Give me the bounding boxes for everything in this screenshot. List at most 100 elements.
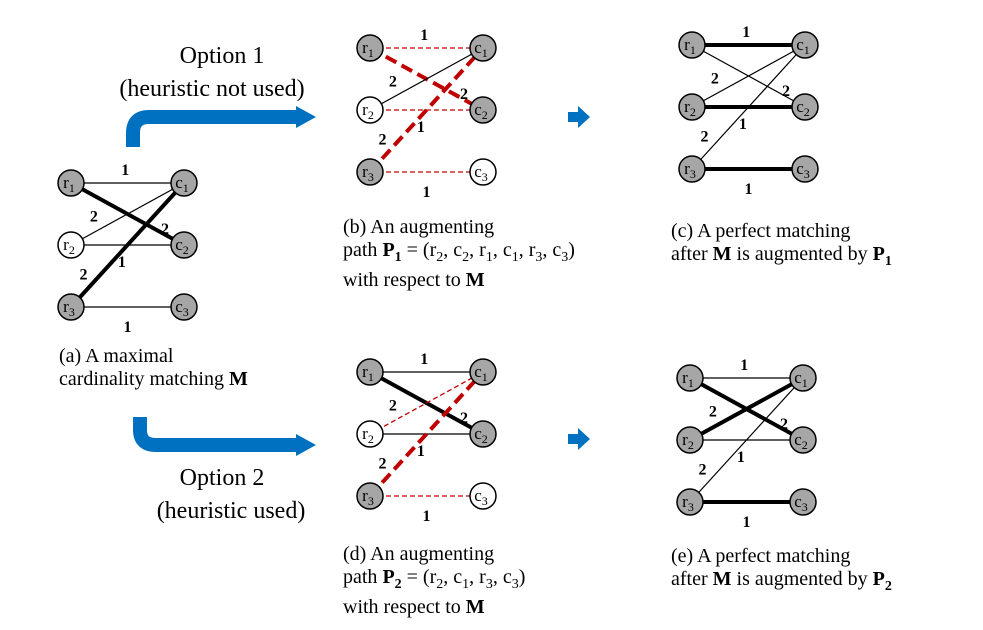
caption-line: with respect to M [343,269,485,291]
node-c2 [791,93,819,121]
node-r2 [678,93,706,121]
edge-weight: 1 [420,351,428,368]
node-r1 [356,34,384,62]
caption-line: with respect to M [343,596,485,618]
node-label-r1: r1 [362,362,374,384]
node-label-c2: c2 [796,97,810,119]
option-2-title: Option 2 [180,465,265,491]
node-c1 [469,34,497,62]
edge-weight: 2 [389,397,397,414]
edge-weight: 1 [417,443,425,460]
node-c1 [789,364,817,392]
node-c3 [469,158,497,186]
node-r1 [676,364,704,392]
edge-weight: 2 [711,70,719,87]
node-c2 [170,231,198,259]
edge-weight: 2 [389,73,397,90]
edge-r3-c1 [69,181,186,309]
edge-weight: 1 [420,27,428,44]
node-c3 [170,293,198,321]
option-1-title: Option 1 [180,43,265,69]
node-c1 [170,169,198,197]
edge-weight: 2 [79,266,87,283]
edge-weight: 2 [700,128,708,145]
caption-line: (a) A maximal [59,345,174,367]
caption-line: path P2 = (r2, c1, r3, c3) [343,566,526,592]
edge-weight: 1 [417,119,425,136]
node-label-r2: r2 [684,97,696,119]
node-label-c2: c2 [175,235,189,257]
node-label-r2: r2 [362,100,374,122]
edge-r2-c1 [369,47,484,111]
caption-line: (d) An augmenting [343,543,495,565]
node-label-r1: r1 [63,173,75,195]
node-label-r3: r3 [362,486,374,508]
edge-weight: 1 [739,116,747,133]
edge-weight: 1 [121,162,129,179]
node-label-c2: c2 [474,100,488,122]
node-r2 [57,231,85,259]
edge-weight: 2 [378,131,386,148]
node-r1 [356,358,384,386]
node-label-r2: r2 [362,424,374,446]
option-1-subtitle: (heuristic not used) [119,76,304,102]
node-c2 [469,420,497,448]
node-label-r3: r3 [362,162,374,184]
edge-weight: 1 [743,514,751,531]
node-label-c1: c1 [474,362,488,384]
node-r2 [356,420,384,448]
node-r1 [57,169,85,197]
edge-weight: 1 [740,357,748,374]
edge-weight: 2 [780,416,788,433]
node-label-r3: r3 [682,492,694,514]
node-label-c3: c3 [796,159,810,181]
caption-line: after M is augmented by P1 [671,243,892,269]
node-label-c2: c2 [794,430,808,452]
caption-line: (c) A perfect matching [671,220,851,242]
edge-weight: 1 [118,254,126,271]
node-label-c3: c3 [794,492,808,514]
node-c3 [789,488,817,516]
node-r3 [57,293,85,321]
edge-weight: 2 [161,221,169,238]
node-r2 [356,96,384,124]
edge-r3-c1 [368,46,485,174]
node-label-c2: c2 [474,424,488,446]
edge-r3-c1 [691,44,806,170]
small-arrow-bottom [568,428,590,450]
node-c1 [469,358,497,386]
caption-line: cardinality matching M [59,368,248,390]
node-r3 [678,155,706,183]
node-label-c1: c1 [794,368,808,390]
node-c3 [791,155,819,183]
edge-r2-c1 [691,44,806,108]
edge-r2-c1 [369,371,484,435]
node-r3 [356,158,384,186]
node-label-c1: c1 [175,173,189,195]
edge-weight: 1 [742,24,750,41]
node-label-r1: r1 [684,35,696,57]
edge-weight: 2 [378,455,386,472]
edge-weight: 1 [737,449,745,466]
edge-weight: 2 [90,208,98,225]
node-label-c3: c3 [474,162,488,184]
option-1-arrow [126,110,298,147]
edge-r2-c1 [70,182,185,246]
caption-line: (b) An augmenting [343,216,495,238]
node-r2 [676,426,704,454]
node-label-r2: r2 [682,430,694,452]
edge-weight: 1 [124,319,132,336]
option-1-arrowhead [296,106,316,128]
node-label-c3: c3 [175,297,189,319]
node-label-c1: c1 [474,38,488,60]
edge-weight: 2 [709,403,717,420]
option-2-arrowhead [296,434,316,456]
